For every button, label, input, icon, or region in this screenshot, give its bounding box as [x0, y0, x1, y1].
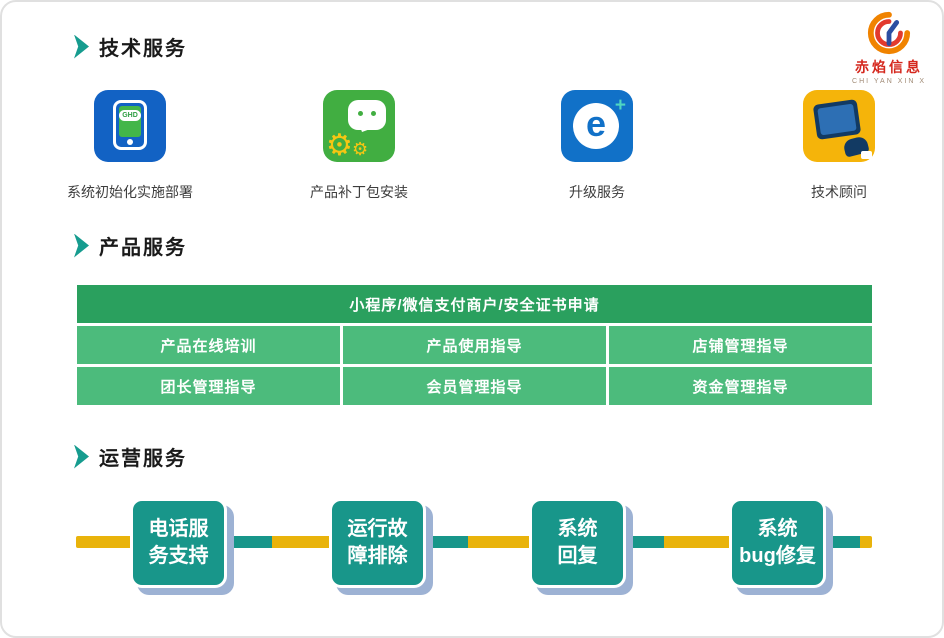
timeline-step: 系统 回复: [529, 498, 626, 588]
section-title-operation: 运营服务: [99, 448, 187, 470]
section-title-product: 产品服务: [99, 237, 187, 259]
section-arrow-icon: [74, 233, 89, 258]
tech-item-upgrade: e + 升级服务: [487, 90, 707, 202]
section-title-tech: 技术服务: [99, 38, 187, 60]
section-arrow-icon: [74, 444, 89, 469]
timeline-step: 运行故 障排除: [329, 498, 426, 588]
chat-bubble-icon: [348, 100, 386, 142]
timeline-step-label: 系统 bug修复: [739, 518, 816, 567]
pos-device-shape: GHD: [113, 100, 147, 150]
product-service-table: 小程序/微信支付商户/安全证书申请 产品在线培训 产品使用指导 店铺管理指导 团…: [77, 285, 872, 405]
pos-device-icon: GHD: [94, 90, 166, 162]
bubble-eye: [358, 111, 363, 116]
timeline-step: 系统 bug修复: [729, 498, 826, 588]
timeline-step-label: 运行故 障排除: [347, 518, 408, 567]
logo-name: 赤焰信息: [855, 59, 923, 75]
tech-item-label: 升级服务: [569, 184, 625, 200]
logo-subtitle: CHI YAN XIN X: [852, 78, 926, 85]
wechat-gears-icon: ⚙ ⚙: [323, 90, 395, 162]
plus-icon: +: [614, 95, 626, 116]
table-cell: 产品在线培训: [77, 326, 340, 364]
tech-item-label: 技术顾问: [811, 184, 867, 200]
section-header-operation: 运营服务: [74, 442, 187, 471]
section-header-tech: 技术服务: [74, 32, 187, 61]
operation-timeline: 电话服 务支持 运行故 障排除 系统 回复 系统 bug修复: [76, 496, 872, 596]
table-cell: 产品使用指导: [343, 326, 606, 364]
tech-item-deploy: GHD 系统初始化实施部署: [20, 90, 240, 202]
timeline-step-label: 系统 回复: [557, 518, 598, 567]
section-header-product: 产品服务: [74, 231, 187, 260]
table-cell: 资金管理指导: [609, 367, 872, 405]
timeline-step: 电话服 务支持: [130, 498, 227, 588]
pos-device-screen: GHD: [119, 106, 141, 137]
pos-device-button: [127, 139, 133, 145]
table-header-cell: 小程序/微信支付商户/安全证书申请: [77, 285, 872, 323]
pos-badge: GHD: [119, 110, 141, 121]
timeline-step-label: 电话服 务支持: [148, 518, 209, 567]
bubble-eye: [371, 111, 376, 116]
section-arrow-icon: [74, 34, 89, 59]
table-cell: 店铺管理指导: [609, 326, 872, 364]
e-letter: e: [585, 103, 607, 144]
tech-item-consultant: 技术顾问: [729, 90, 942, 202]
company-logo: 赤焰信息 CHI YAN XIN X: [852, 10, 926, 85]
tech-item-label: 系统初始化实施部署: [67, 184, 193, 200]
table-cell: 团长管理指导: [77, 367, 340, 405]
flame-swirl-logo-icon: [867, 11, 911, 55]
gear-icon: ⚙: [352, 139, 369, 159]
e-circle: e: [573, 103, 619, 149]
e-plus-icon: e +: [561, 90, 633, 162]
hand-tablet-icon: [803, 90, 875, 162]
tablet-shape: [812, 99, 862, 140]
tech-item-label: 产品补丁包安装: [310, 184, 408, 200]
timeline-line: [76, 536, 872, 548]
tablet-screen: [817, 103, 857, 136]
gear-icon: ⚙: [326, 129, 353, 162]
hand-cuff: [861, 151, 872, 159]
table-cell: 会员管理指导: [343, 367, 606, 405]
tech-item-patch: ⚙ ⚙ 产品补丁包安装: [249, 90, 469, 202]
